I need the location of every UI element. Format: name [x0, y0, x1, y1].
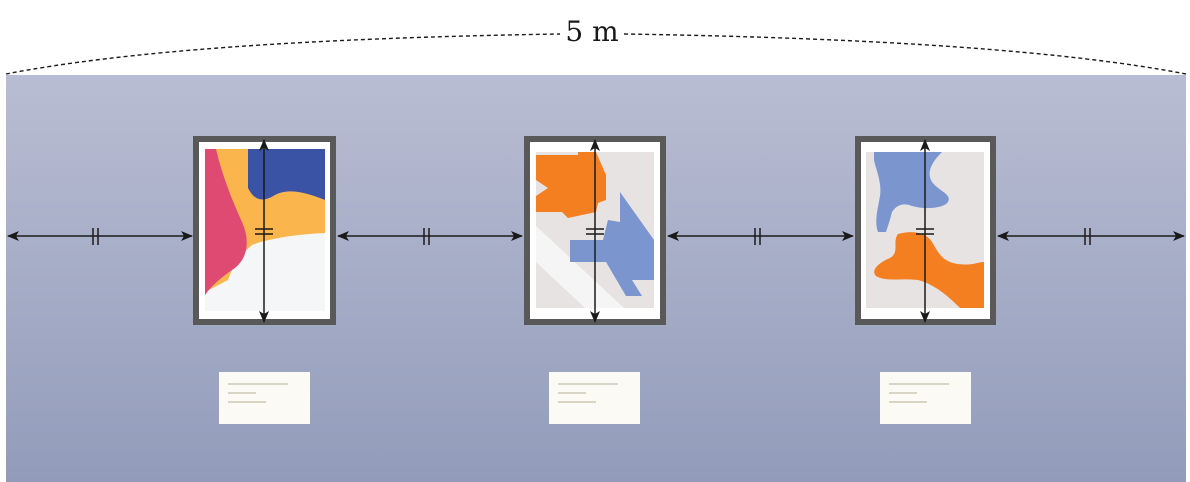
dimension-label: 5 m [565, 15, 618, 48]
dimension-arc-right [623, 33, 1187, 75]
equal-ticks-horizontal [92, 228, 1091, 245]
placard-3 [880, 372, 971, 424]
white-stripe [536, 226, 624, 308]
placard-2 [549, 372, 640, 424]
equal-ticks-vertical [255, 228, 934, 235]
blue-shape [570, 192, 654, 296]
orange-shape [536, 152, 606, 218]
placard-1 [219, 372, 310, 424]
artwork [205, 149, 325, 311]
blue-shape [874, 152, 949, 232]
pink-shape [205, 149, 247, 295]
dimension-arc-left [5, 33, 561, 75]
